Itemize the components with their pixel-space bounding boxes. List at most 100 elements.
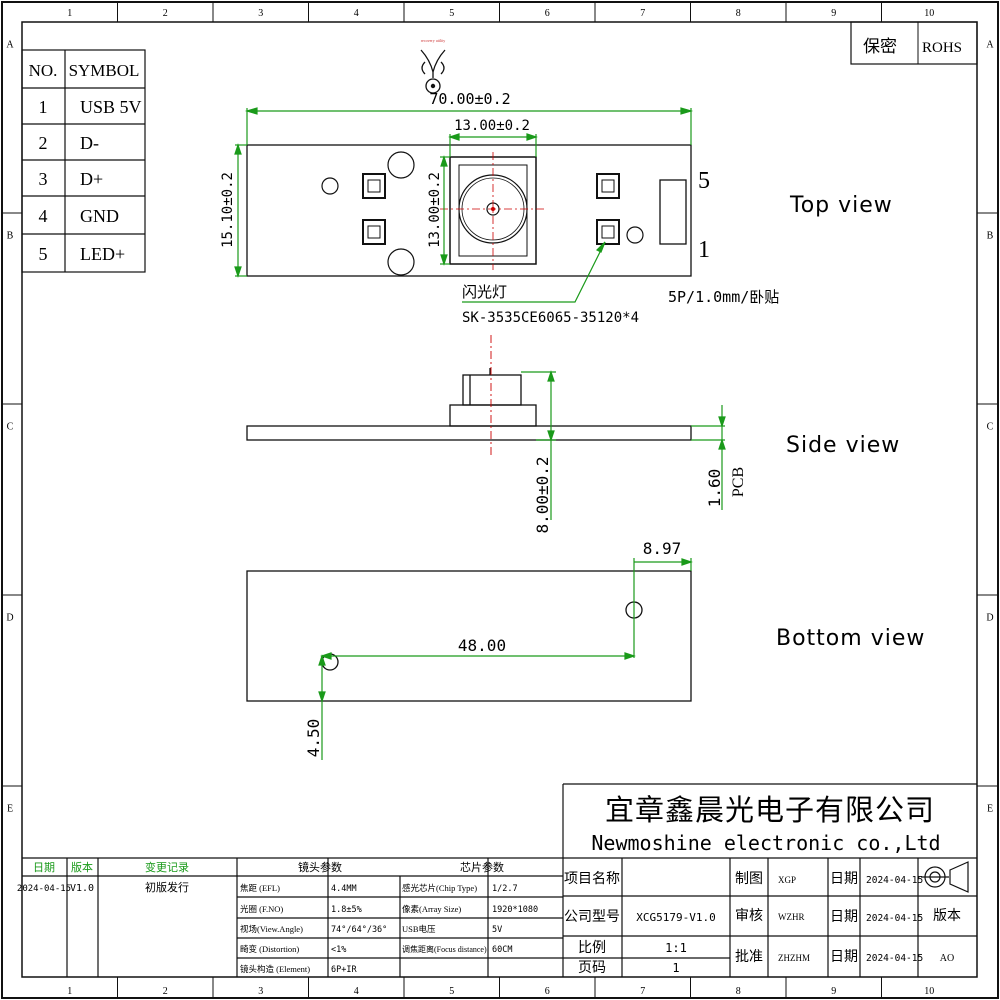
dim-board-height: 15.10±0.2: [220, 172, 236, 248]
mount-hole-small: [626, 226, 644, 244]
pin-5-label: 5: [698, 168, 710, 194]
zone-row-label: D: [6, 613, 13, 624]
pin-no: 2: [39, 133, 48, 153]
zone-column-label: 8: [736, 986, 741, 997]
bottom-view-title: Bottom view: [776, 626, 925, 651]
pin-symbol: D+: [80, 169, 103, 189]
approve-label: 批准: [735, 949, 763, 965]
zone-row-label: B: [987, 231, 994, 242]
mount-hole-large: [387, 151, 415, 179]
top-view-board: [246, 144, 692, 277]
version-label: 版本: [933, 908, 961, 924]
projection-symbol-icon: [921, 861, 969, 893]
pin-symbol: USB 5V: [80, 97, 142, 117]
dim-total-width: 70.00±0.2: [429, 90, 510, 108]
zone-row-label: E: [7, 804, 13, 815]
connector-label: 5P/1.0mm/卧贴: [668, 288, 779, 306]
chip-param-value: 1/2.7: [492, 884, 518, 894]
mount-hole-small: [321, 177, 339, 195]
secret-label: 保密: [863, 37, 897, 56]
top-view: 5 1 Top view 5P/1.0mm/卧贴 闪光灯 SK-3535CE60…: [246, 144, 892, 326]
chip-param-name: 调焦距离(Focus distance): [402, 944, 487, 954]
date-label: 日期: [830, 871, 858, 887]
flash-led: [362, 173, 386, 199]
pin-symbol: GND: [80, 206, 119, 226]
flash-led: [596, 219, 620, 245]
lens-param-name: 光圈 (F.NO): [240, 904, 283, 914]
zone-column-label: 9: [831, 8, 836, 19]
zone-column-label: 6: [545, 8, 550, 19]
pin-symbol: LED+: [80, 244, 125, 264]
date-label: 日期: [830, 949, 858, 965]
side-view-lens: [462, 374, 522, 406]
zone-column-label: 8: [736, 8, 741, 19]
dim-hole-spacing: 48.00: [458, 636, 506, 655]
chip-params-header: 芯片参数: [460, 860, 504, 874]
dim-pcb-label: PCB: [730, 467, 747, 497]
drawn-label: 制图: [735, 871, 763, 887]
lens-param-name: 焦距 (EFL): [240, 883, 280, 893]
chip-param-value: 60CM: [492, 945, 512, 955]
pin-no: 1: [39, 97, 48, 117]
page-value: 1: [672, 961, 679, 975]
zone-row-label: A: [986, 40, 994, 51]
zone-column-label: 5: [449, 986, 454, 997]
zone-column-label: 3: [258, 986, 263, 997]
lens-param-value: 1.8±5%: [331, 905, 362, 915]
lens-param-name: 镜头构造 (Element): [240, 964, 310, 974]
chip-param-value: 1920*1080: [492, 905, 538, 915]
lens-param-value: 6P+IR: [331, 965, 357, 975]
zone-column-label: 7: [640, 986, 645, 997]
connector: [659, 179, 687, 245]
dim-side-height: 8.00±0.2: [533, 456, 552, 533]
flash-leader: [462, 241, 606, 303]
date-value: 2024-04-15: [866, 953, 923, 964]
zone-column-label: 1: [67, 986, 72, 997]
rev-header-version: 版本: [71, 860, 93, 874]
side-view-pcb: [246, 425, 692, 441]
zone-column-label: 10: [924, 8, 934, 19]
chip-param-name: USB电压: [402, 924, 436, 934]
title-block: 宜章鑫晨光电子有限公司 Newmoshine electronic co.,Lt…: [17, 783, 977, 977]
zone-column-label: 4: [354, 8, 359, 19]
pin-table: NO. SYMBOL 1 USB 5V 2 D- 3 D+ 4 GND 5 LE…: [21, 49, 146, 273]
lens-param-value: <1%: [331, 945, 346, 955]
company-name-en: Newmoshine electronic co.,Ltd: [591, 831, 940, 855]
lens-module: [440, 152, 546, 270]
rev-changes: 初版发行: [145, 880, 189, 894]
zone-column-label: 10: [924, 986, 934, 997]
page-label: 页码: [578, 960, 606, 976]
dim-hole-vertical: 4.50: [304, 719, 323, 758]
pin-no: 4: [39, 206, 48, 226]
zone-column-label: 7: [640, 8, 645, 19]
side-view-title: Side view: [786, 433, 900, 458]
lens-param-value: 4.4MM: [331, 884, 357, 894]
rohs-label: ROHS: [922, 40, 962, 56]
check-value: WZHR: [778, 912, 805, 922]
zone-column-label: 2: [163, 986, 168, 997]
zone-row-label: E: [987, 804, 993, 815]
side-view: [246, 368, 692, 441]
zone-column-label: 2: [163, 8, 168, 19]
zone-column-label: 3: [258, 8, 263, 19]
logo-icon: recovery utility: [420, 38, 446, 94]
side-view-holder: [449, 404, 537, 427]
project-label: 项目名称: [564, 871, 620, 887]
svg-text:recovery utility: recovery utility: [421, 38, 446, 43]
model-label: 公司型号: [564, 909, 620, 925]
model-value: XCG5179-V1.0: [636, 911, 715, 924]
date-value: 2024-04-15: [866, 875, 923, 886]
pin-1-label: 1: [698, 237, 710, 263]
dim-pcb-thickness: 1.60: [705, 469, 724, 508]
company-name-cn: 宜章鑫晨光电子有限公司: [605, 794, 935, 827]
bottom-view-dimensions: [318, 558, 693, 760]
side-view-dimensions: [521, 370, 726, 520]
drawn-value: XGP: [778, 875, 796, 885]
chip-param-name: 像素(Array Size): [402, 904, 461, 914]
date-label: 日期: [830, 909, 858, 925]
rev-header-date: 日期: [33, 861, 55, 874]
lens-param-name: 畸变 (Distortion): [240, 944, 299, 954]
dim-hole-offset: 8.97: [643, 539, 682, 558]
top-view-dimensions: [234, 107, 694, 278]
